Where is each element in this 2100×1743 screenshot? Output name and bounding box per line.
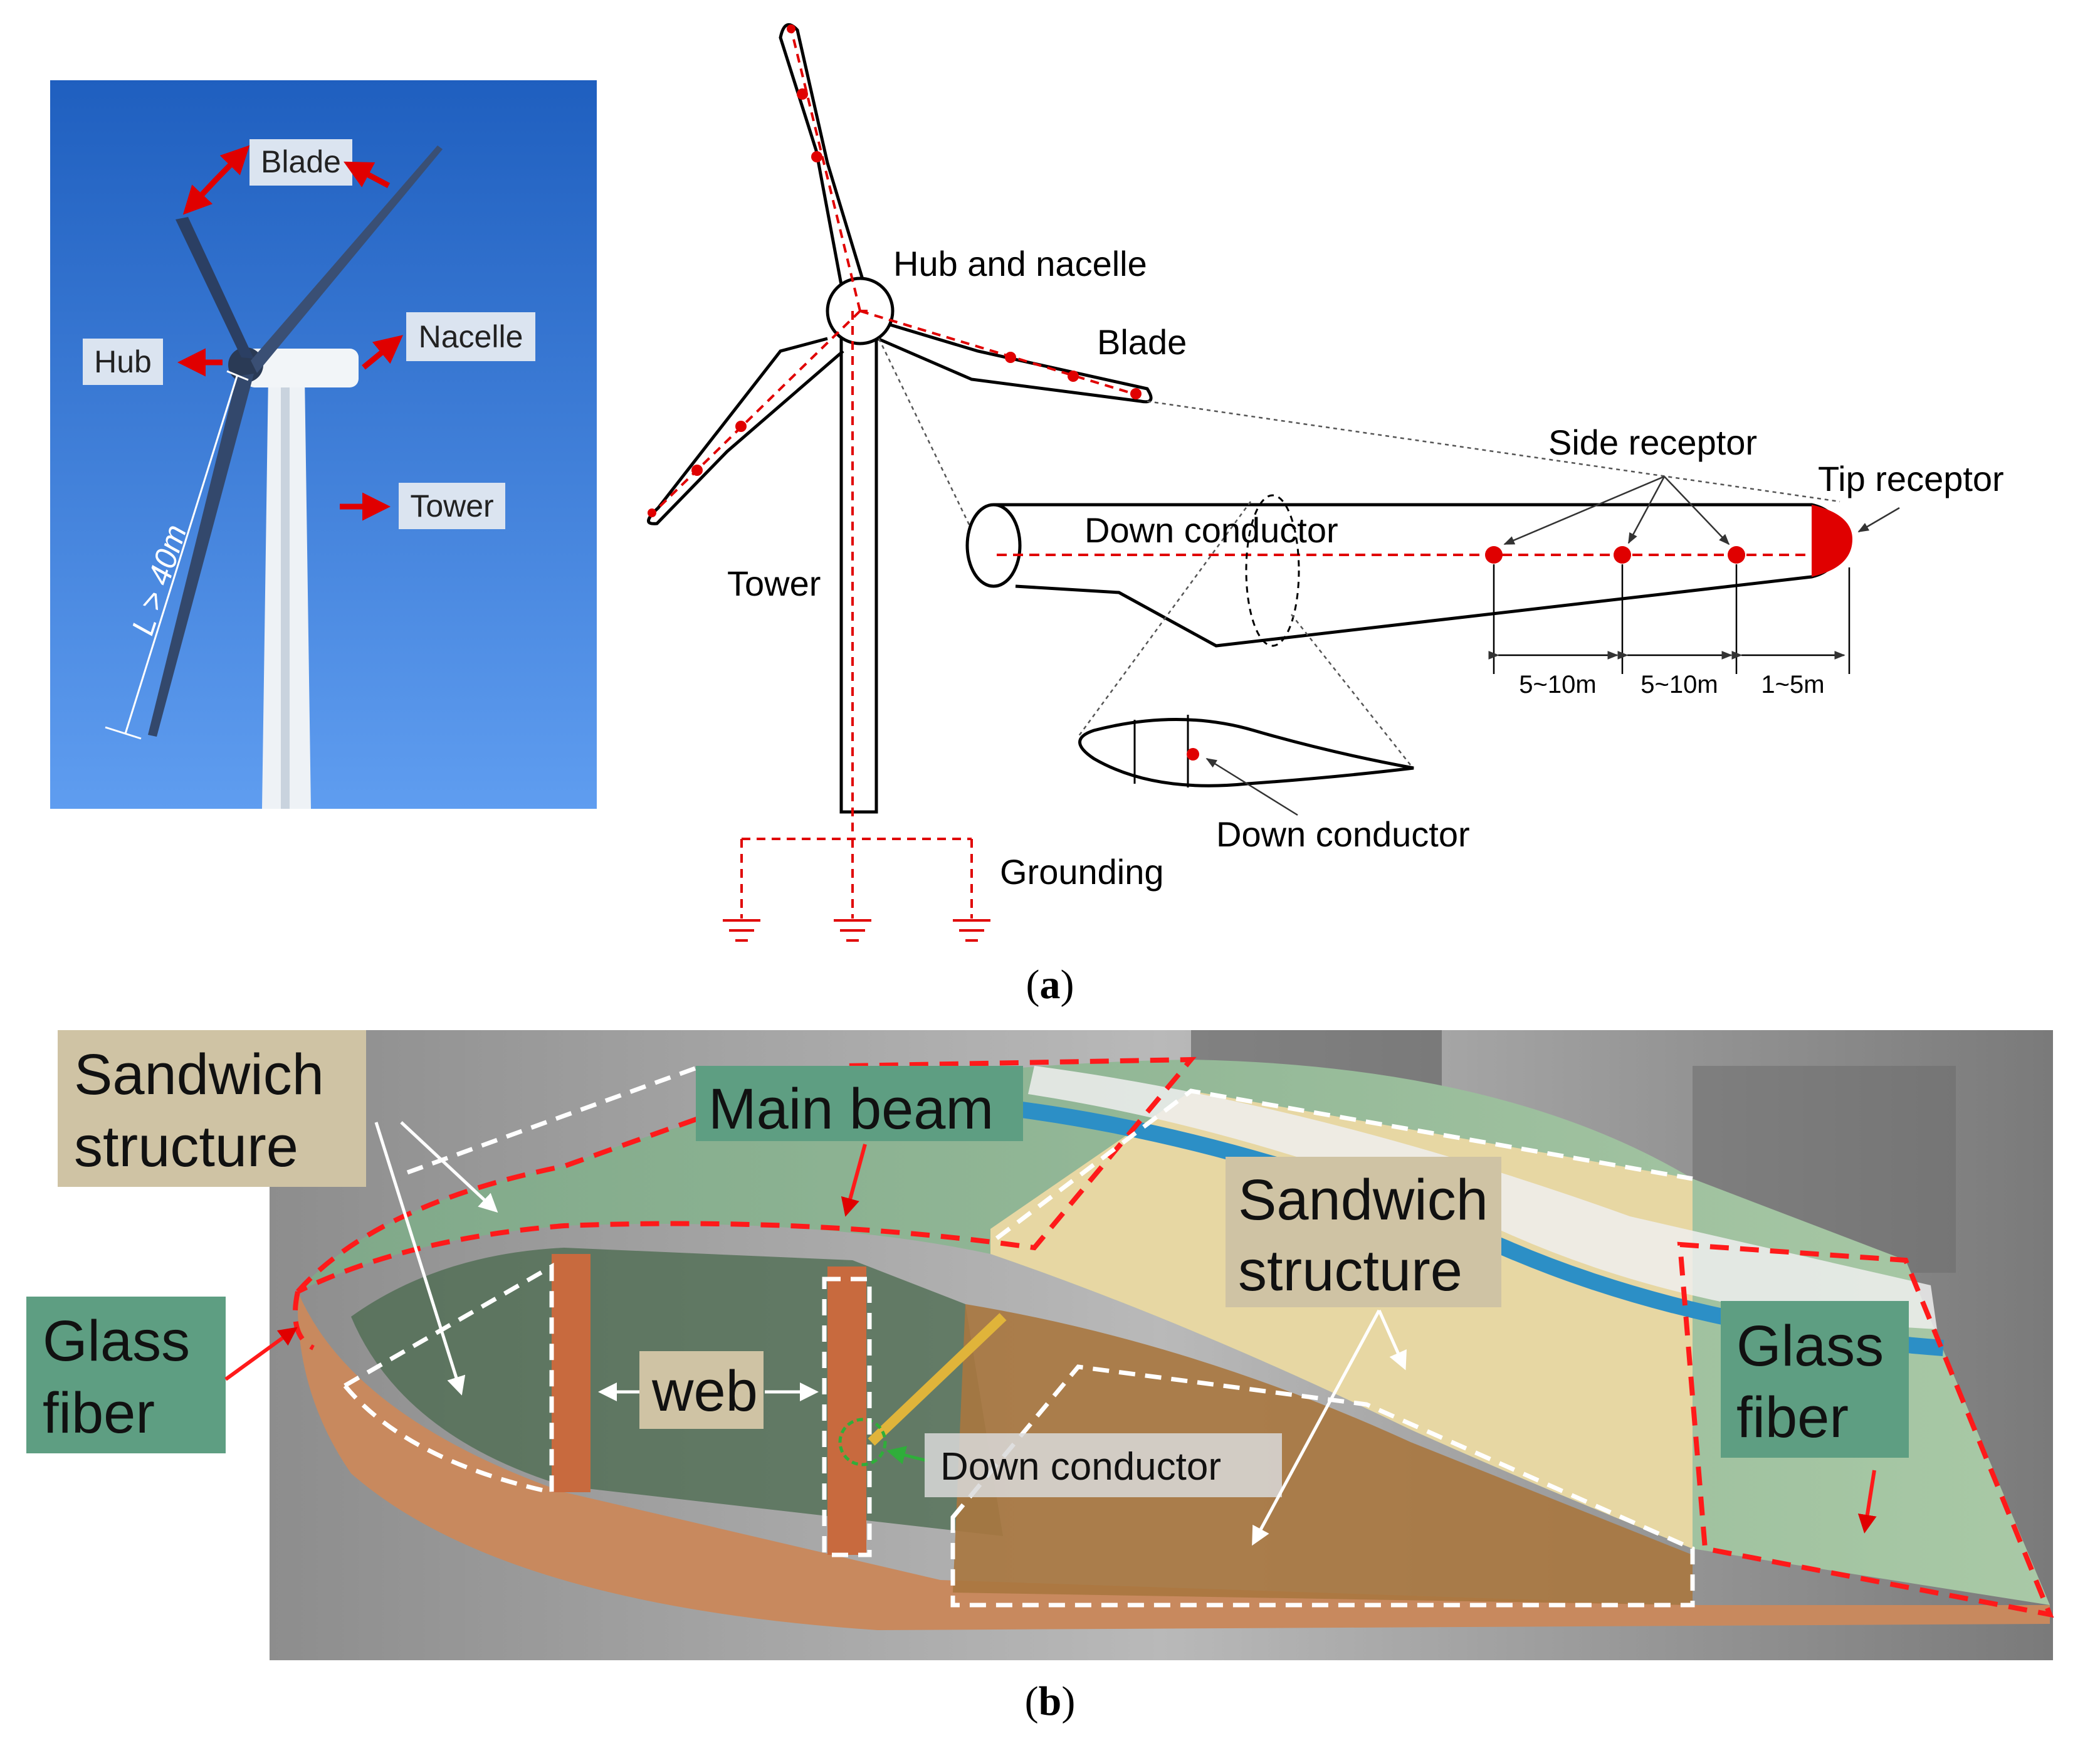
grounding-lines — [740, 838, 973, 919]
down-conductor-rod — [868, 1313, 1007, 1446]
schematic-tower-label: Tower — [727, 564, 821, 603]
dimension-2: 5~10m — [1641, 671, 1718, 698]
hub-and-nacelle-label: Hub and nacelle — [893, 244, 1147, 283]
sandwich-left-label-line2: structure — [74, 1115, 298, 1179]
photo-hub — [228, 347, 263, 382]
down-conductor-blade-label: Down conductor — [1084, 510, 1338, 550]
caption-b: (b) — [1025, 1678, 1076, 1724]
blade-photo-label-box — [249, 139, 352, 186]
photo-blade-up — [176, 217, 254, 359]
sandwich-left-label-line1: Sandwich — [74, 1043, 324, 1107]
blade-section-photo — [270, 1030, 2054, 1660]
down-conductor-photo-label-box — [925, 1433, 1282, 1497]
glass-right-label-line1: Glass — [1736, 1314, 1884, 1378]
lower-skin — [297, 1292, 2050, 1630]
sandwich-left-label-box — [58, 1030, 366, 1187]
dimension-3: 1~5m — [1761, 671, 1824, 698]
photo-nacelle — [246, 349, 359, 387]
web-label: web — [651, 1359, 758, 1423]
tip-receptor-label: Tip receptor — [1818, 459, 2004, 498]
blade-photo-label: Blade — [261, 144, 341, 179]
nacelle-photo-label-box — [406, 312, 535, 361]
glass-left-label-box — [26, 1297, 226, 1453]
photo-blade-down — [148, 374, 254, 737]
hub-photo-label: Hub — [94, 344, 152, 379]
schematic-blade-left — [647, 337, 844, 525]
sandwich-lower-outline — [950, 1364, 1695, 1608]
inner-cavity-right — [953, 1304, 1693, 1605]
turbine-schematic — [647, 23, 1900, 942]
sandwich-left-outline — [341, 1262, 554, 1495]
glass-right-label-line2: fiber — [1736, 1386, 1849, 1450]
nacelle-photo-label: Nacelle — [419, 319, 523, 354]
grounding-label: Grounding — [1000, 852, 1164, 892]
hub-photo-label-box — [83, 339, 163, 385]
side-receptor-dots — [1485, 546, 1745, 564]
length-line — [124, 376, 238, 734]
schematic-blade-right — [877, 323, 1153, 404]
down-conductor-section-label: Down conductor — [1216, 814, 1470, 854]
schematic-tower — [839, 327, 878, 814]
dimension-1: 5~10m — [1519, 671, 1596, 698]
tip-receptor-shape — [1812, 505, 1852, 577]
tower-photo-label-box — [399, 483, 505, 529]
turbine-photo: L > 40m Blade Hub Nacelle Tower — [50, 80, 597, 809]
glass-right-label-box — [1721, 1301, 1909, 1458]
main-beam-label-box — [696, 1066, 1023, 1141]
photo-blade-right — [251, 145, 443, 373]
main-beam-label: Main beam — [708, 1077, 994, 1141]
schematic-blade-up — [779, 23, 870, 298]
blade-root — [965, 503, 1022, 588]
web-label-box — [639, 1351, 764, 1429]
tower-photo-label: Tower — [410, 488, 493, 524]
glass-left-label-line1: Glass — [43, 1309, 190, 1373]
glass-left-label-line2: fiber — [43, 1381, 155, 1445]
ground-symbols — [723, 919, 990, 942]
web-right — [827, 1266, 866, 1555]
side-receptor-label: Side receptor — [1548, 423, 1757, 462]
main-beam-outline — [296, 1056, 1197, 1294]
airfoil-section — [1078, 718, 1414, 787]
section-cut — [1245, 494, 1300, 647]
sandwich-mid-label-line2: structure — [1238, 1239, 1462, 1303]
sky-background — [50, 80, 597, 809]
web-left — [552, 1254, 591, 1492]
caption-a: (a) — [1026, 962, 1074, 1008]
sandwich-mid-label-line1: Sandwich — [1238, 1168, 1488, 1232]
sandwich-upper-outline — [995, 1088, 1693, 1240]
web-right-outline — [822, 1277, 872, 1557]
schematic-blade-label: Blade — [1097, 322, 1187, 362]
sandwich-mid-label-box — [1226, 1157, 1501, 1307]
glass-fiber-right-outline — [1677, 1241, 2054, 1618]
down-conductor-photo-label: Down conductor — [940, 1445, 1221, 1488]
down-conductor-highlight — [838, 1418, 887, 1467]
